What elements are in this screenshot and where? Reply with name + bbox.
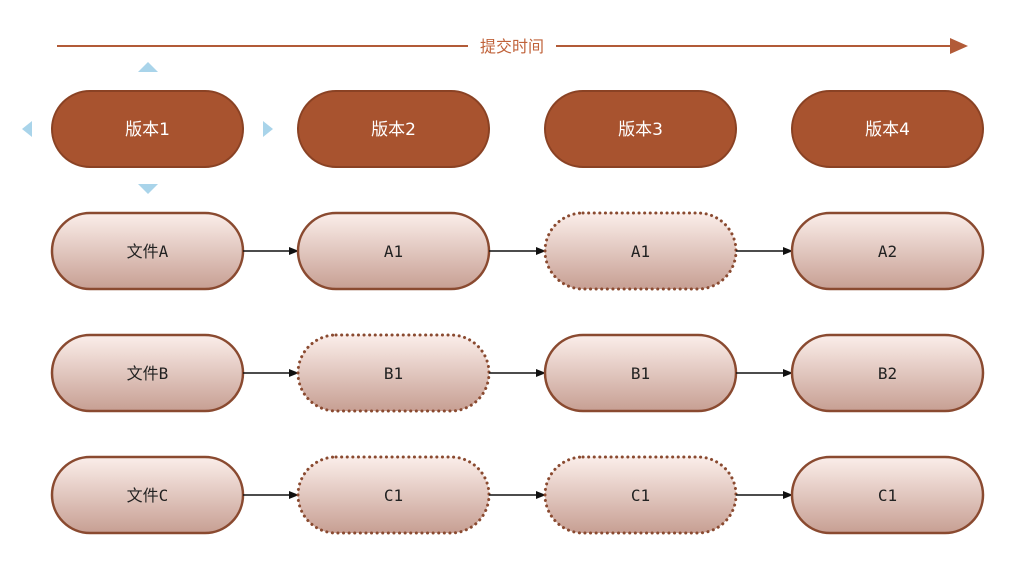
selection-handles[interactable] (22, 62, 273, 194)
file-node-label: 文件A (127, 242, 169, 261)
file-node-label: C1 (878, 486, 897, 505)
file-node[interactable]: B1 (296, 333, 491, 413)
file-node-shape (790, 211, 985, 291)
file-node[interactable]: C1 (790, 455, 985, 535)
file-node[interactable]: A1 (543, 211, 738, 291)
version-label: 版本4 (865, 120, 910, 140)
timeline-arrow-head (950, 38, 968, 54)
file-node-label: A2 (878, 242, 897, 261)
file-node[interactable]: C1 (296, 455, 491, 535)
file-node[interactable]: 文件C (50, 455, 245, 535)
version-label: 版本1 (125, 120, 170, 140)
file-node-label: A1 (384, 242, 403, 261)
file-node-label: C1 (384, 486, 403, 505)
version-node[interactable]: 版本3 (544, 90, 737, 168)
file-row: 文件B B1 B1 B2 (50, 333, 985, 413)
file-node-label: C1 (631, 486, 650, 505)
file-node[interactable]: A1 (296, 211, 491, 291)
file-node[interactable]: 文件A (50, 211, 245, 291)
handle-up-icon[interactable] (138, 62, 158, 72)
timeline-label: 提交时间 (480, 37, 544, 56)
file-node-label: B2 (878, 364, 897, 383)
version-node[interactable]: 版本2 (297, 90, 490, 168)
file-node-label: B1 (631, 364, 650, 383)
version-label: 版本2 (371, 120, 416, 140)
handle-left-icon[interactable] (22, 121, 32, 137)
file-row: 文件C C1 C1 C1 (50, 455, 985, 535)
file-node-label: 文件C (127, 486, 169, 505)
version-node[interactable]: 版本4 (791, 90, 984, 168)
versions-row: 版本1 版本2 版本3 版本4 (51, 90, 984, 168)
file-rows: 文件A A1 A1 A2 文件B B1 B1 B2 文件C C1 C1 C1 (50, 211, 985, 535)
version-label: 版本3 (618, 120, 663, 140)
handle-down-icon[interactable] (138, 184, 158, 194)
file-node-label: A1 (631, 242, 650, 261)
file-node[interactable]: 文件B (50, 333, 245, 413)
file-node-label: 文件B (127, 364, 169, 383)
file-node[interactable]: A2 (790, 211, 985, 291)
file-node-label: B1 (384, 364, 403, 383)
file-node-shape (790, 455, 985, 535)
file-node[interactable]: B2 (790, 333, 985, 413)
timeline: 提交时间 (57, 37, 968, 56)
version-node[interactable]: 版本1 (51, 90, 244, 168)
file-node[interactable]: B1 (543, 333, 738, 413)
file-node[interactable]: C1 (543, 455, 738, 535)
file-node-shape (790, 333, 985, 413)
file-row: 文件A A1 A1 A2 (50, 211, 985, 291)
handle-right-icon[interactable] (263, 121, 273, 137)
